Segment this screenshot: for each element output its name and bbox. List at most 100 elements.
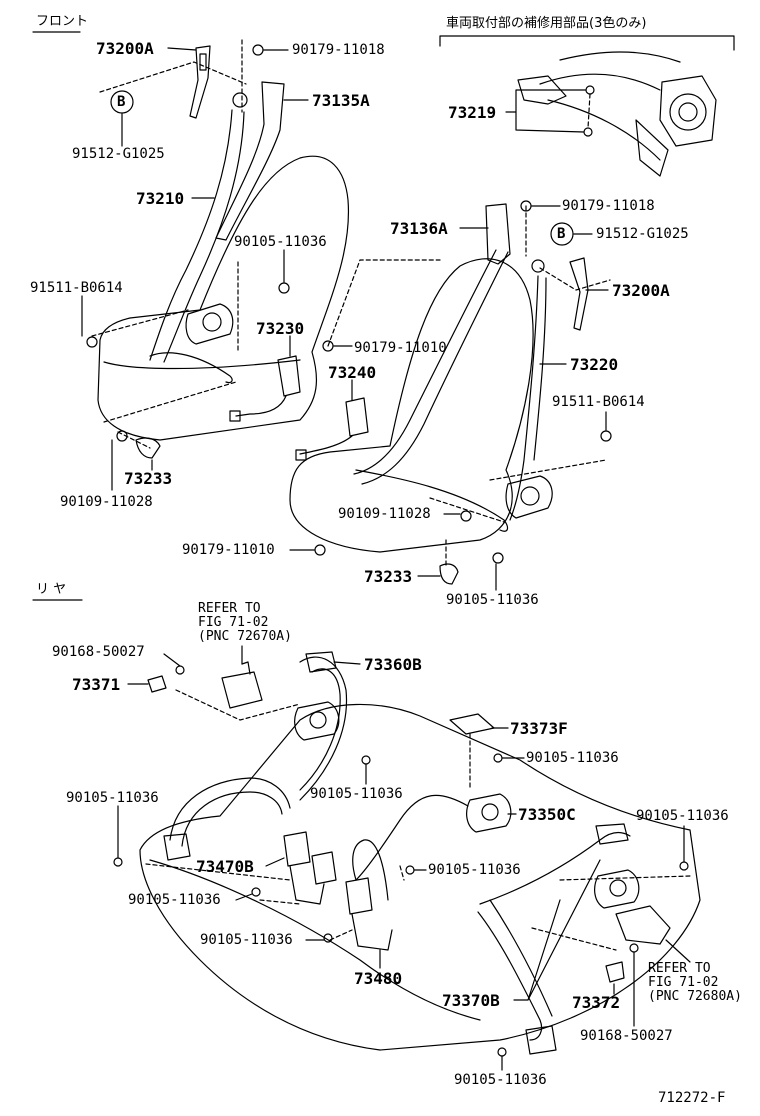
label-90179-11010-2: 90179-11010 (182, 542, 275, 558)
repair-retractor-spool (669, 93, 707, 131)
leader-73360B (333, 661, 361, 665)
label-90105-11036-9: 90105-11036 (200, 932, 293, 948)
label-73220: 73220 (570, 355, 619, 374)
rear-right-retractor-spool (609, 879, 627, 897)
front-right-belt-webbing-b (533, 277, 547, 461)
front-left-anchor (189, 45, 211, 119)
label-refer-2: REFER TO FIG 71-02 (PNC 72680A) (648, 961, 742, 1004)
rear-bolt-90168-50027-1 (175, 665, 185, 675)
rear-clip-73372 (605, 961, 625, 983)
rear-left-belt-b (181, 791, 283, 847)
front-left-retractor (185, 303, 234, 345)
front-nut-90179-11018-right (520, 200, 532, 212)
front-left-anchor-bolt (232, 92, 248, 108)
front-marker-b1-circle (110, 90, 134, 114)
front-right-anchor-bolt (531, 259, 545, 273)
rear-center-retractor-spool (309, 711, 327, 729)
rear-clip-73371 (147, 675, 167, 693)
front-marker-b2: B (557, 226, 566, 242)
label-90179-11010-1: 90179-11010 (354, 340, 447, 356)
rear-dash-4 (259, 899, 301, 905)
repair-note: 車両取付部の補修用部品(3色のみ) (446, 16, 647, 31)
rear-ref-block-1 (221, 671, 263, 709)
front-buckle-73240 (345, 397, 369, 437)
rear-left-belt (169, 777, 291, 841)
label-73233-1: 73233 (124, 469, 173, 488)
label-90105-11036-6: 90105-11036 (636, 808, 729, 824)
repair-inset (439, 35, 735, 177)
rear-dash-3 (145, 863, 291, 881)
label-90105-11036-5: 90105-11036 (66, 790, 159, 806)
label-90179-11018-2: 90179-11018 (562, 198, 655, 214)
label-73230: 73230 (256, 319, 305, 338)
front-left-belt-guide (215, 81, 285, 241)
label-73360B: 73360B (364, 655, 422, 674)
rear-dash-5 (329, 929, 353, 941)
repair-inset-bracket (439, 35, 735, 51)
front-buckle-73240-wire (299, 435, 353, 455)
front-right-belt-webbing (509, 275, 539, 521)
rear-ref-block-2 (615, 905, 671, 945)
label-73240: 73240 (328, 363, 377, 382)
label-90105-11036-10: 90105-11036 (454, 1072, 547, 1088)
repair-washer-upper (585, 85, 595, 95)
rear-right-retractor (594, 869, 640, 909)
label-73135A: 73135A (312, 91, 370, 110)
rear-bolt-90105-11036-9 (323, 933, 333, 943)
front-left-seat-outline (97, 155, 350, 441)
front-right-anchor (569, 257, 589, 331)
front-bolt-91511-B0614-right (600, 430, 612, 442)
rear-bolt-90105-11036-10 (497, 1047, 507, 1057)
rear-retractor-73350C-spool (481, 803, 499, 821)
label-90168-50027-2: 90168-50027 (580, 1028, 673, 1044)
repair-upper-strap (559, 51, 681, 63)
front-right-belt-diagonal (353, 249, 497, 475)
front-right-belt-diagonal-b (361, 251, 509, 485)
front-right-retractor-spool (520, 486, 540, 506)
label-73371: 73371 (72, 675, 121, 694)
rear-center-guide-73360B (305, 651, 337, 673)
rear-right-belt (479, 831, 631, 905)
front-right-retractor (505, 475, 553, 519)
rear-bolt-90105-11036-6 (679, 861, 689, 871)
leader-90105-11036-7 (235, 893, 253, 901)
label-73233-2: 73233 (364, 567, 413, 586)
front-left-seat-cushion-line (103, 359, 301, 370)
rear-buckle-73480 (345, 877, 373, 915)
front-dashed-leaders (91, 39, 611, 567)
label-90105-11036-7: 90105-11036 (128, 892, 221, 908)
label-90168-50027-1: 90168-50027 (52, 644, 145, 660)
front-dash-anchor-right (539, 267, 611, 291)
front-nut-90179-11010-bottom (314, 544, 326, 556)
front-left-anchor-slot (199, 53, 207, 71)
rear-dash-8 (399, 865, 405, 881)
figure-number: 712272-F (658, 1090, 726, 1106)
rear-ref-block-1-detail (241, 661, 251, 675)
rear-right-anchor-plate (525, 1025, 557, 1055)
leader-90168-50027-1 (163, 653, 181, 667)
front-dash-anchor-left (99, 61, 247, 93)
rear-center-belt-upper-b (299, 668, 341, 791)
rear-center-belt-73350C (355, 794, 469, 881)
repair-washer-lower (583, 127, 593, 137)
front-dash-center (327, 259, 441, 347)
front-label-leaders (81, 47, 609, 591)
front-right-belt-guide (485, 203, 511, 265)
front-cover-73233-right (439, 563, 459, 585)
rear-section (32, 599, 701, 1071)
rear-buckle-73480-base (351, 913, 393, 951)
label-73136A: 73136A (390, 219, 448, 238)
front-cover-73233-left (135, 437, 161, 459)
label-90109-11028-1: 90109-11028 (60, 494, 153, 510)
leader-73370B (513, 859, 601, 1001)
label-90105-11036-1: 90105-11036 (234, 234, 327, 250)
label-90105-11036-3: 90105-11036 (526, 750, 619, 766)
front-left-lap-belt (149, 352, 233, 384)
front-left-retractor-spool (202, 312, 222, 332)
rear-bolt-90105-11036-8 (405, 865, 415, 875)
label-73370B: 73370B (442, 991, 500, 1010)
label-73200A-1: 73200A (96, 39, 154, 58)
rear-center-retractor (294, 701, 340, 741)
label-91512-G1025-2: 91512-G1025 (596, 226, 689, 242)
